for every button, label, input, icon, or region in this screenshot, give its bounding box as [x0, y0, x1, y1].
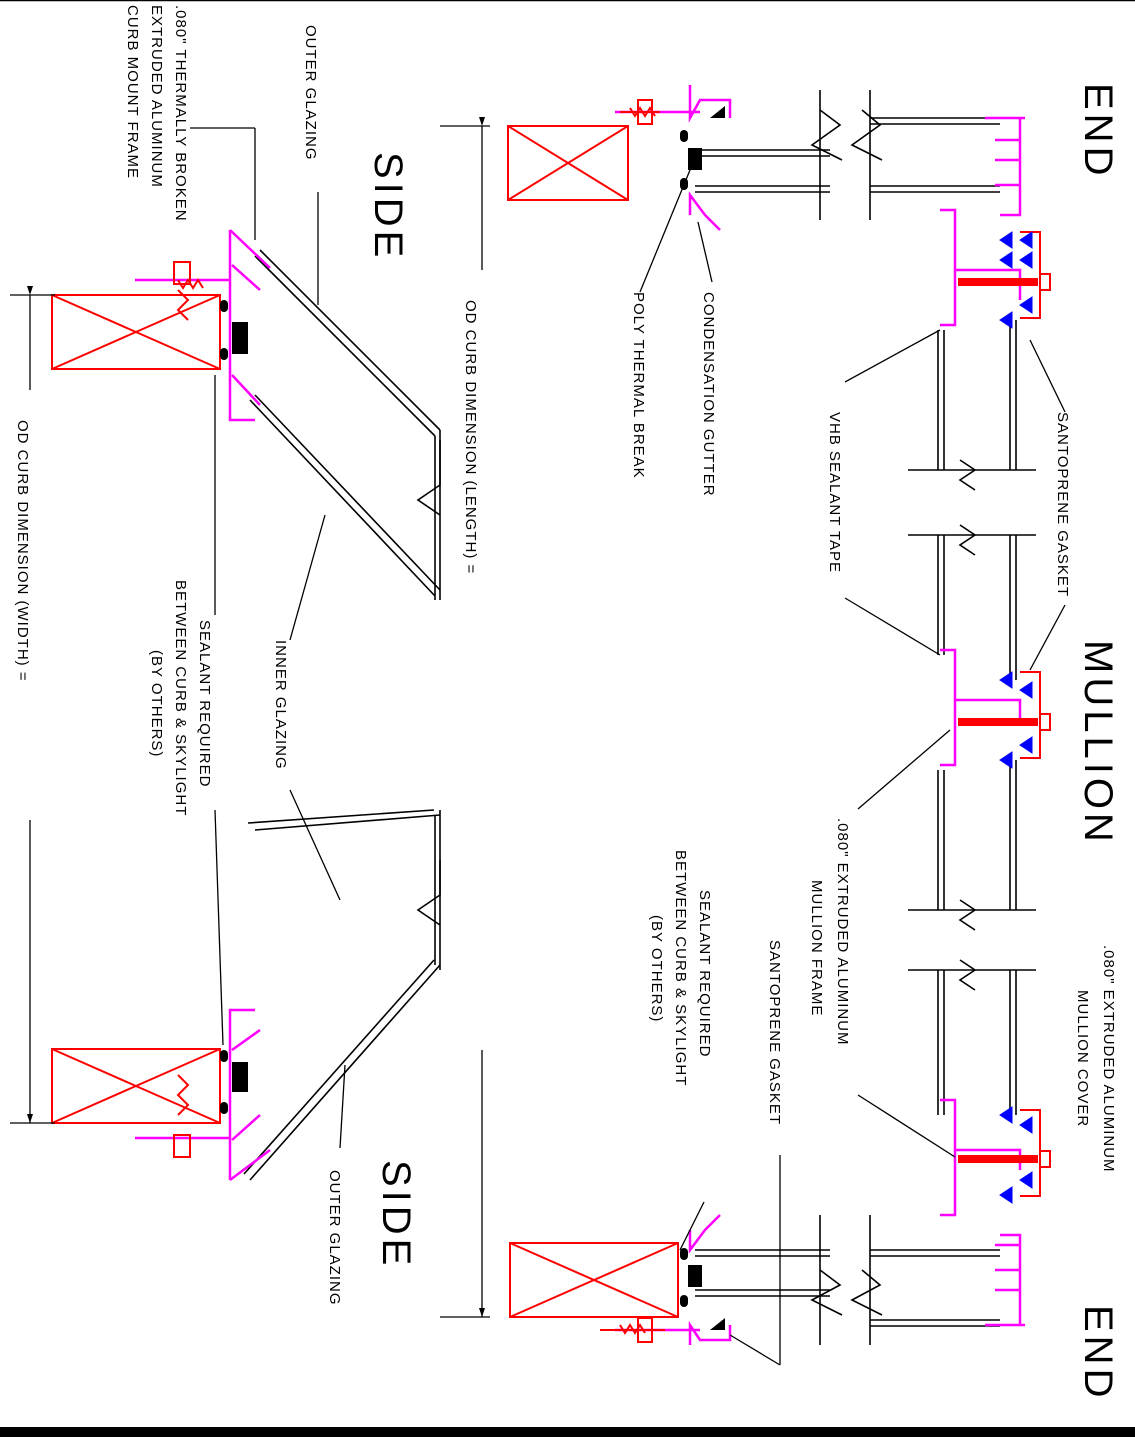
label-outer-glazing-bottom: OUTER GLAZING	[326, 1170, 343, 1306]
label-outer-glazing-top: OUTER GLAZING	[302, 25, 319, 161]
label-inner-glazing: INNER GLAZING	[272, 640, 289, 770]
dimension-lines	[10, 117, 490, 1318]
title-end-top: END	[1076, 83, 1120, 179]
label-curb-frame-2: EXTRUDED ALUMINUM	[148, 5, 165, 188]
label-mullion-frame-1: .080" EXTRUDED ALUMINUM	[834, 818, 851, 1046]
label-sealant-end-3: (BY OTHERS)	[648, 915, 665, 1022]
label-curb-frame-3: CURB MOUNT FRAME	[124, 5, 141, 179]
label-vhb-sealant-tape: VHB SEALANT TAPE	[826, 412, 843, 573]
title-end-bottom: END	[1076, 1305, 1120, 1401]
label-condensation-gutter: CONDENSATION GUTTER	[700, 292, 717, 497]
end-curb-top	[507, 125, 629, 201]
side-curb-bottom	[51, 1048, 221, 1124]
labels: SANTOPRENE GASKET VHB SEALANT TAPE CONDE…	[14, 5, 1117, 1306]
label-mullion-frame-2: MULLION FRAME	[808, 880, 825, 1016]
label-santoprene-gasket-top: SANTOPRENE GASKET	[1054, 412, 1071, 597]
label-sealant-end-2: BETWEEN CURB & SKYLIGHT	[672, 850, 689, 1086]
title-mullion: MULLION	[1076, 640, 1120, 846]
leader-lines	[190, 127, 1066, 1366]
label-od-width: OD CURB DIMENSION (WIDTH) =	[14, 420, 31, 682]
title-side-top: SIDE	[366, 152, 410, 261]
end-mullion-section	[507, 85, 1051, 1345]
label-sealant-side-1: SEALANT REQUIRED	[196, 620, 213, 787]
side-curb-top	[51, 294, 221, 370]
label-mullion-cover-1: .080" EXTRUDED ALUMINUM	[1100, 945, 1117, 1173]
label-poly-thermal-break: POLY THERMAL BREAK	[630, 292, 647, 479]
label-od-length: OD CURB DIMENSION (LENGTH) =	[462, 300, 479, 574]
label-sealant-side-2: BETWEEN CURB & SKYLIGHT	[172, 580, 189, 816]
label-santoprene-gasket-bottom: SANTOPRENE GASKET	[766, 940, 783, 1125]
side-section	[51, 229, 441, 1181]
label-sealant-end-1: SEALANT REQUIRED	[696, 890, 713, 1057]
label-curb-frame-1: .080" THERMALLY BROKEN	[172, 5, 189, 222]
end-curb-bottom	[509, 1242, 679, 1318]
title-side-bottom: SIDE	[374, 1160, 418, 1269]
label-sealant-side-3: (BY OTHERS)	[148, 650, 165, 757]
bottom-border	[0, 1427, 1135, 1437]
label-mullion-cover-2: MULLION COVER	[1074, 990, 1091, 1127]
